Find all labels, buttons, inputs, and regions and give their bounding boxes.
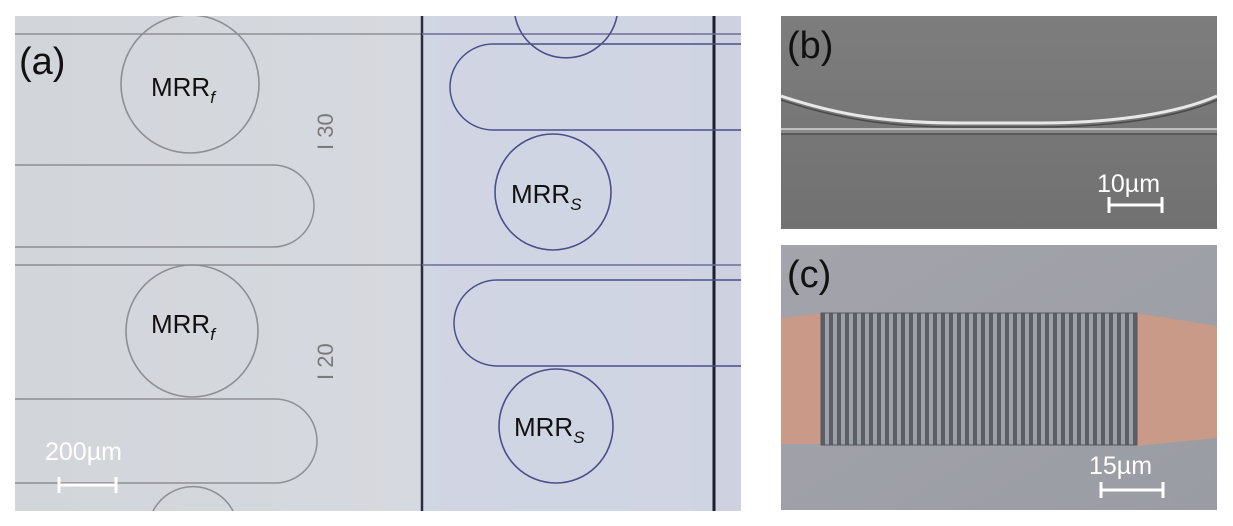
ring-left-2-shape [125,264,259,398]
panel-a-label: (a) [19,41,65,83]
ring-right-1-shape [494,133,612,251]
ring-right-1-label: MRRS [511,179,582,214]
heater-pad-left [781,313,825,444]
scale-bar-b-text: 10µm [1097,170,1160,198]
panel-a-image: (a) MRRf MRRf MRRS MRRS I 30 I 20 200µm [15,16,741,511]
ring-left-1-label: MRRf [151,72,217,107]
device-number-30: I 30 [313,113,338,150]
ring-left-1-shape [120,16,260,154]
scale-bar-b [1107,197,1164,213]
scale-bar-c [1099,482,1165,498]
panel-c-micrograph: (c) 15µm [781,245,1217,510]
panel-b-micrograph: (b) 10µm [781,16,1217,229]
scale-bar-c-text: 15µm [1089,452,1152,480]
ring-right-2-label: MRRS [514,412,585,447]
device-number-20: I 20 [313,343,338,380]
panel-b-label: (b) [787,25,833,67]
panel-c-label: (c) [787,254,831,296]
panel-c-image: (c) 15µm [781,245,1217,510]
scale-bar-a-text: 200µm [45,438,122,466]
panel-a-micrograph: (a) MRRf MRRf MRRS MRRS I 30 I 20 200µm [15,16,741,511]
scale-bar-a [57,477,118,493]
panel-b-image: (b) 10µm [781,16,1217,229]
serpentine-heater [821,313,1137,445]
heater-pad-right [1136,313,1217,446]
ring-left-2-label: MRRf [151,309,217,344]
ring-right-2-shape [498,368,614,484]
